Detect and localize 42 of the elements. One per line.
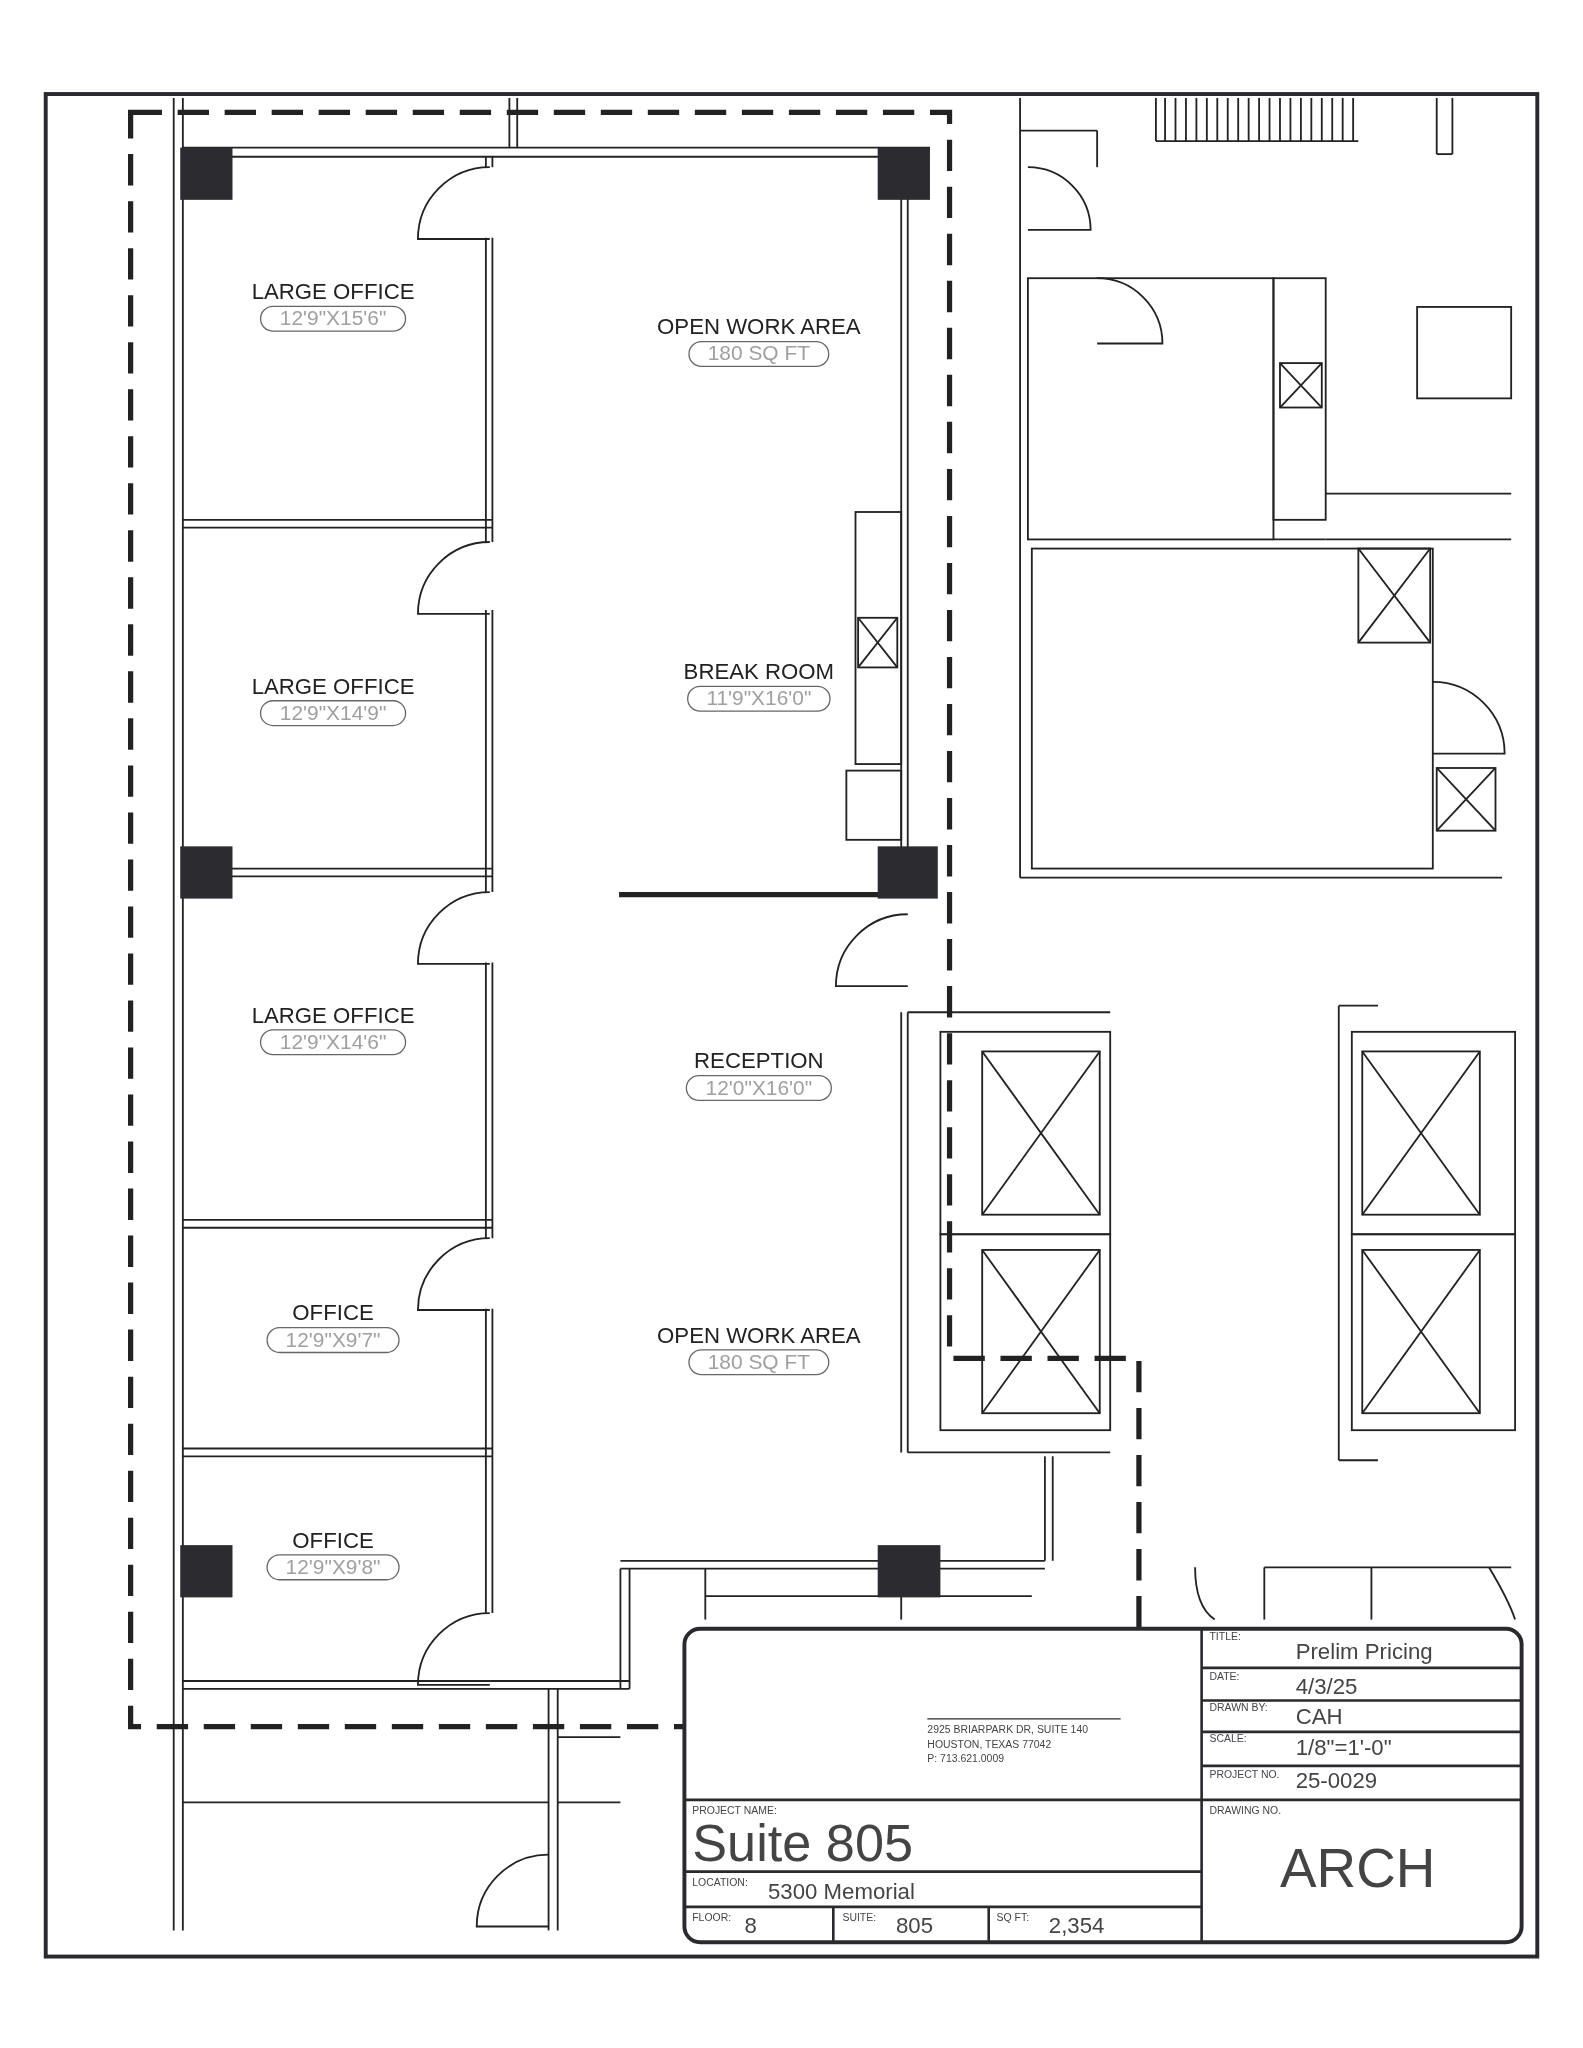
- field-caption: SCALE:: [1209, 1734, 1247, 1745]
- field-value: 4/3/25: [1295, 1675, 1358, 1698]
- room-size-tag: 12'9"X14'6": [260, 1029, 406, 1056]
- field-value: 1/8"=1'-0": [1295, 1737, 1392, 1760]
- room-size-tag: 12'0"X16'0": [686, 1074, 832, 1102]
- field-caption: SUITE:: [842, 1913, 877, 1924]
- field-caption: FLOOR:: [692, 1913, 732, 1924]
- address-text: 2925 BRIARPARK DR, SUITE 140: [927, 1725, 1088, 1736]
- room-size-tag: 12'9"X14'9": [260, 700, 406, 727]
- room-name: LARGE OFFICE: [251, 673, 415, 699]
- field-caption: DATE:: [1209, 1671, 1240, 1683]
- drawing-number: ARCH: [1280, 1841, 1436, 1897]
- room-size-tag: 11'9"X16'0": [686, 685, 831, 712]
- room-name: OFFICE: [292, 1300, 374, 1326]
- field-value: 25-0029: [1295, 1769, 1378, 1792]
- field-value: 805: [896, 1914, 934, 1937]
- field-value: 8: [744, 1914, 757, 1937]
- room-name: LARGE OFFICE: [251, 1003, 415, 1028]
- room-size-tag: 180 SQ FT: [688, 340, 830, 367]
- address-text: HOUSTON, TEXAS 77042: [927, 1739, 1052, 1751]
- field-caption: PROJECT NAME:: [692, 1806, 777, 1817]
- field-caption: TITLE:: [1209, 1632, 1241, 1644]
- room-name: LARGE OFFICE: [251, 279, 415, 305]
- room-name: OPEN WORK AREA: [657, 1323, 861, 1348]
- field-caption: PROJECT NO.: [1209, 1769, 1280, 1781]
- field-value: Prelim Pricing: [1295, 1640, 1433, 1663]
- field-caption: SQ FT:: [996, 1913, 1030, 1924]
- room-name: RECEPTION: [694, 1048, 824, 1074]
- room-size-tag: 12'9"X9'8": [266, 1554, 401, 1581]
- room-name: OFFICE: [292, 1528, 374, 1553]
- field-caption: DRAWING NO.: [1209, 1806, 1282, 1817]
- field-value: 5300 Memorial: [768, 1880, 915, 1903]
- room-size-tag: 12'9"X9'7": [266, 1327, 401, 1354]
- field-caption: DRAWN BY:: [1209, 1703, 1268, 1714]
- field-caption: LOCATION:: [692, 1878, 748, 1889]
- room-size-tag: 12'9"X15'6": [260, 305, 406, 332]
- project-name: Suite 805: [692, 1816, 913, 1870]
- room-name: BREAK ROOM: [683, 659, 835, 685]
- address-text: P: 713.621.0009: [927, 1754, 1005, 1765]
- room-name: OPEN WORK AREA: [657, 314, 861, 340]
- field-value: 2,354: [1048, 1914, 1105, 1937]
- field-value: CAH: [1295, 1705, 1343, 1728]
